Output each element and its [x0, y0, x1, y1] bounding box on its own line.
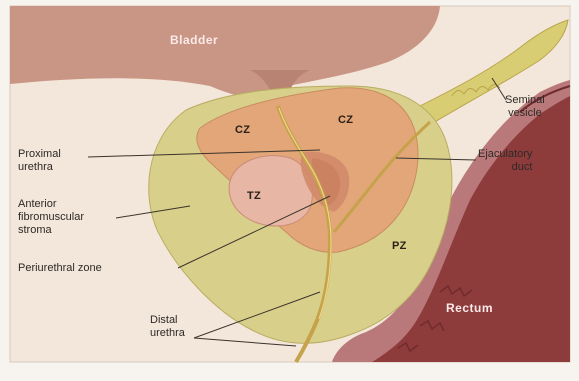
- proximal-urethra-label: Proximal urethra: [18, 148, 61, 174]
- central-zone-label-left: CZ: [235, 124, 250, 136]
- distal-urethra-label: Distal urethra: [150, 314, 185, 340]
- ejaculatory-duct-label: Ejaculatory duct: [478, 148, 532, 174]
- central-zone-label-right: CZ: [338, 114, 353, 126]
- peripheral-zone-label: PZ: [392, 240, 407, 252]
- seminal-vesicle-label: Seminal vesicle: [505, 94, 545, 120]
- periurethral-zone-label: Periurethral zone: [18, 262, 102, 275]
- bladder-label: Bladder: [170, 33, 218, 47]
- rectum-label: Rectum: [446, 301, 493, 315]
- transition-zone-label: TZ: [247, 190, 261, 202]
- anterior-fibromuscular-stroma-label: Anterior fibromuscular stroma: [18, 198, 84, 237]
